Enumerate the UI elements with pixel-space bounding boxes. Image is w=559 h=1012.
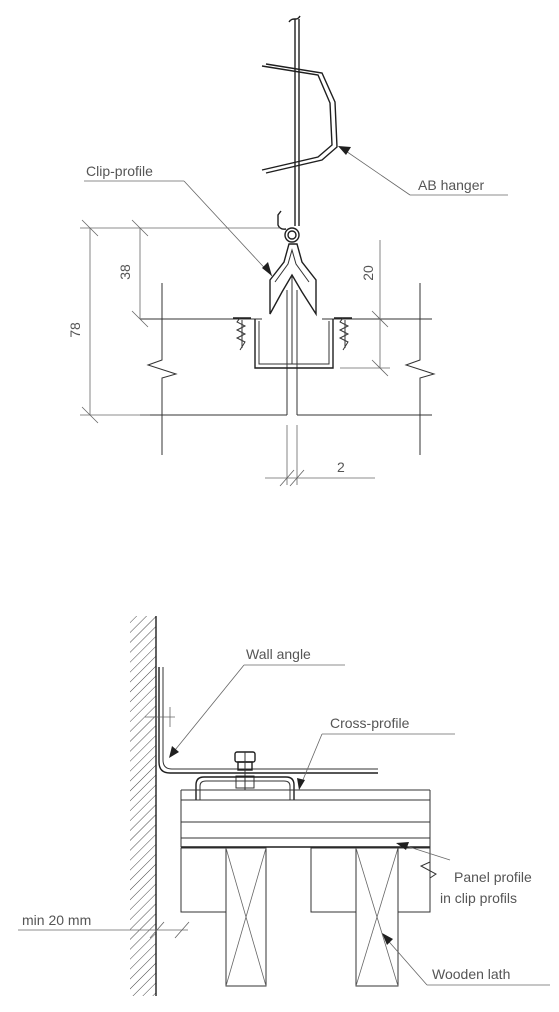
dimension-38-label: 38 [117, 264, 133, 280]
top-detail: 78 38 20 2 Clip-profi [67, 15, 508, 487]
wooden-lath-label: Wooden lath [432, 966, 510, 982]
bottom-detail: Wall angle Cross-profile Panel profile i… [18, 616, 550, 996]
wooden-lath-callout: Wooden lath [382, 933, 550, 986]
cross-profile-label: Cross-profile [330, 715, 410, 731]
ab-hanger-callout: AB hanger [338, 146, 508, 196]
screw-left [233, 317, 251, 351]
dimension-20-label: 20 [360, 265, 376, 281]
ab-hanger-spring [261, 63, 338, 174]
cross-profile-callout: Cross-profile [297, 715, 455, 790]
wooden-lath-right [310, 847, 431, 987]
min-gap-callout: min 20 mm [18, 912, 190, 939]
panel-profile-label-line2: in clip profils [440, 890, 517, 906]
dimension-2: 2 [265, 459, 375, 487]
panel-profile-label-line1: Panel profile [454, 869, 532, 885]
dimension-38: 38 [117, 219, 149, 328]
ab-hanger-label: AB hanger [418, 177, 484, 193]
wall-angle-callout: Wall angle [169, 646, 345, 758]
clip-profile [269, 243, 317, 364]
dimension-78: 78 [67, 219, 280, 424]
clip-profile-label: Clip-profile [86, 163, 153, 179]
panel-u-profile [254, 319, 334, 369]
wall-section [130, 616, 157, 996]
screw-right [334, 317, 352, 351]
ceiling-boards [140, 283, 436, 485]
dimension-78-label: 78 [67, 322, 83, 338]
wall-angle-label: Wall angle [246, 646, 311, 662]
wall-angle [145, 667, 378, 774]
dimension-2-label: 2 [337, 459, 345, 475]
cross-profile [195, 776, 295, 800]
panel-boards [180, 789, 437, 879]
dimension-20: 20 [340, 240, 390, 377]
hanger-wire [277, 15, 301, 243]
panel-profile-callout: Panel profile in clip profils [396, 842, 532, 906]
wooden-lath-left [180, 847, 267, 987]
min-gap-label: min 20 mm [22, 912, 91, 928]
bolt-nut [234, 751, 256, 790]
clip-profile-callout: Clip-profile [84, 163, 273, 277]
